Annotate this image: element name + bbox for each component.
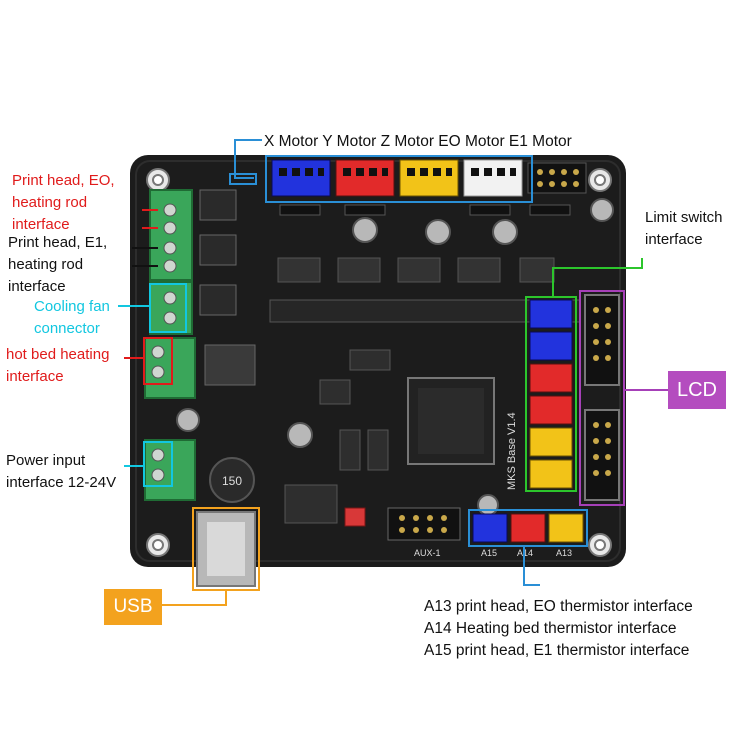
terminal-blocks (144, 189, 196, 501)
hot-bed-label: hot bed heating interface (6, 346, 110, 385)
pin-a14: A14 (517, 548, 533, 558)
lcd-headers (584, 294, 620, 501)
print-head-e0-label: Print head, EO, heating rod interface (12, 172, 115, 233)
limit-switch-label: Limit switch interface (645, 209, 723, 248)
thermistor-connectors (472, 513, 584, 543)
motors-label: X Motor Y Motor Z Motor EO Motor E1 Moto… (264, 133, 572, 150)
thermistor-a15: A15 print head, E1 thermistor interface (424, 642, 690, 659)
motor-connectors (271, 159, 587, 197)
thermistor-a14: A14 Heating bed thermistor interface (424, 620, 677, 637)
usb-connector (196, 511, 256, 587)
aux-header (387, 507, 461, 541)
lcd-badge: LCD (668, 371, 726, 409)
usb-badge: USB (104, 589, 162, 625)
aux-label: AUX-1 (414, 548, 441, 558)
thermistor-notes: A13 print head, EO thermistor interface … (424, 596, 693, 662)
usb-label: USB (113, 596, 153, 617)
limit-switch-connectors (529, 299, 573, 489)
power-label: Power input interface 12-24V (6, 452, 117, 491)
pin-a13: A13 (556, 548, 572, 558)
pin-a15: A15 (481, 548, 497, 558)
thermistor-a13: A13 print head, EO thermistor interface (424, 598, 693, 615)
lcd-label: LCD (676, 379, 717, 401)
cooling-fan-label: Cooling fan connector (34, 298, 110, 337)
mounting-holes (146, 168, 612, 557)
print-head-e1-label: Print head, E1, heating rod interface (8, 234, 108, 295)
inductor-label: 150 (222, 474, 242, 488)
board-model: MKS Base V1.4 (506, 412, 518, 490)
mcu-chip (407, 377, 495, 465)
